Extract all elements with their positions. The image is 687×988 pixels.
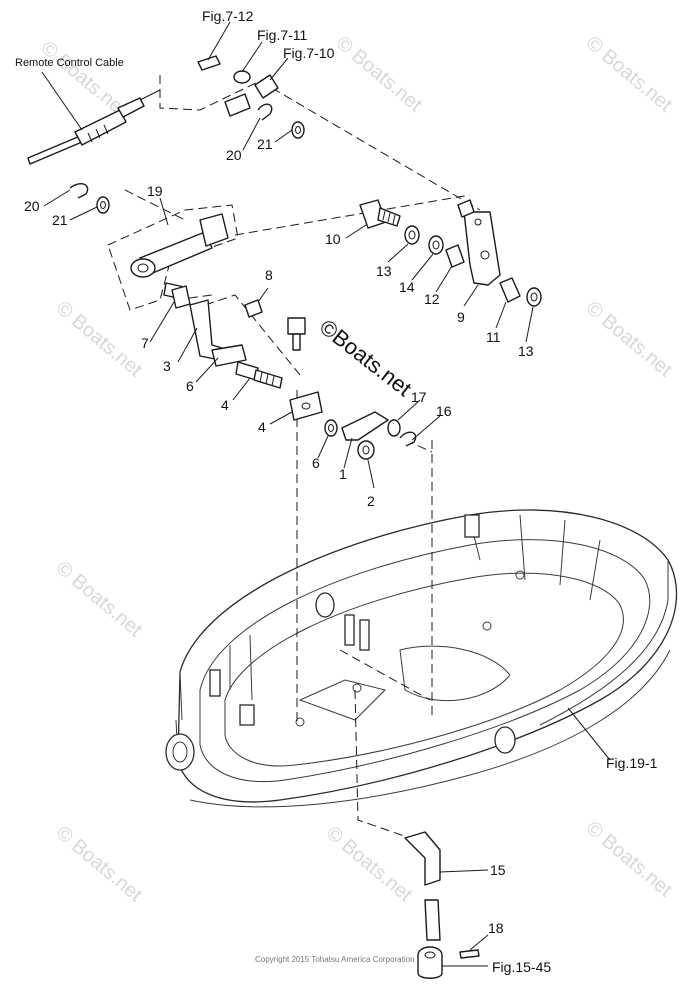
fig-15-45-label: Fig.15-45	[492, 959, 551, 975]
callout-4-lower: 4	[258, 419, 266, 435]
callout-2: 2	[367, 493, 375, 509]
callout-13-right: 13	[518, 343, 534, 359]
upper-link-parts	[69, 55, 305, 214]
copyright-notice: Copyright 2015 Tohatsu America Corporati…	[255, 955, 415, 964]
watermark-3: © Boats.net	[582, 32, 677, 116]
callout-6-upper: 6	[186, 378, 194, 394]
throttle-arm-cluster	[359, 199, 542, 307]
callout-20-top: 20	[226, 147, 242, 163]
callout-3: 3	[163, 358, 171, 374]
callout-1: 1	[339, 466, 347, 482]
callout-13-left: 13	[376, 263, 392, 279]
callout-21-top: 21	[257, 136, 273, 152]
fig-7-12-label: Fig.7-12	[202, 8, 254, 24]
watermark-4: © Boats.net	[52, 297, 147, 381]
hose-parts	[404, 831, 480, 979]
callout-17: 17	[411, 389, 427, 405]
watermark-11: © Boats.net	[582, 817, 677, 901]
callout-18: 18	[488, 920, 504, 936]
lower-cowl-pan	[165, 509, 678, 808]
center-linkage-parts	[171, 285, 417, 460]
remote-control-cable	[27, 89, 161, 165]
fig-7-10-label: Fig.7-10	[283, 45, 335, 61]
watermark-2: © Boats.net	[332, 32, 427, 116]
watermark-9: © Boats.net	[52, 822, 147, 906]
callout-12: 12	[424, 291, 440, 307]
callout-9: 9	[457, 309, 465, 325]
callout-20-left: 20	[24, 198, 40, 214]
callout-11: 11	[486, 329, 501, 345]
callout-14: 14	[399, 279, 415, 295]
part-19-cable-joint	[130, 213, 229, 300]
remote-control-cable-label: Remote Control Cable	[15, 57, 124, 69]
callout-16: 16	[436, 403, 452, 419]
callout-7: 7	[141, 335, 149, 351]
callout-10: 10	[325, 231, 341, 247]
callout-6-lower: 6	[312, 455, 320, 471]
fig-7-11-label: Fig.7-11	[257, 27, 308, 43]
brand-mark: ©Boats.net	[315, 314, 416, 401]
callout-8: 8	[265, 267, 273, 283]
watermark-10: © Boats.net	[322, 822, 417, 906]
watermark-1: © Boats.net	[37, 37, 132, 121]
callout-leader-lines	[41, 21, 611, 967]
callout-15: 15	[490, 862, 506, 878]
callout-19: 19	[147, 183, 163, 199]
callout-4-upper: 4	[221, 397, 229, 413]
watermark-5: © Boats.net	[582, 297, 677, 381]
fig-19-1-label: Fig.19-1	[606, 755, 658, 771]
callout-21-left: 21	[52, 212, 68, 228]
watermark-6: © Boats.net	[52, 557, 147, 641]
